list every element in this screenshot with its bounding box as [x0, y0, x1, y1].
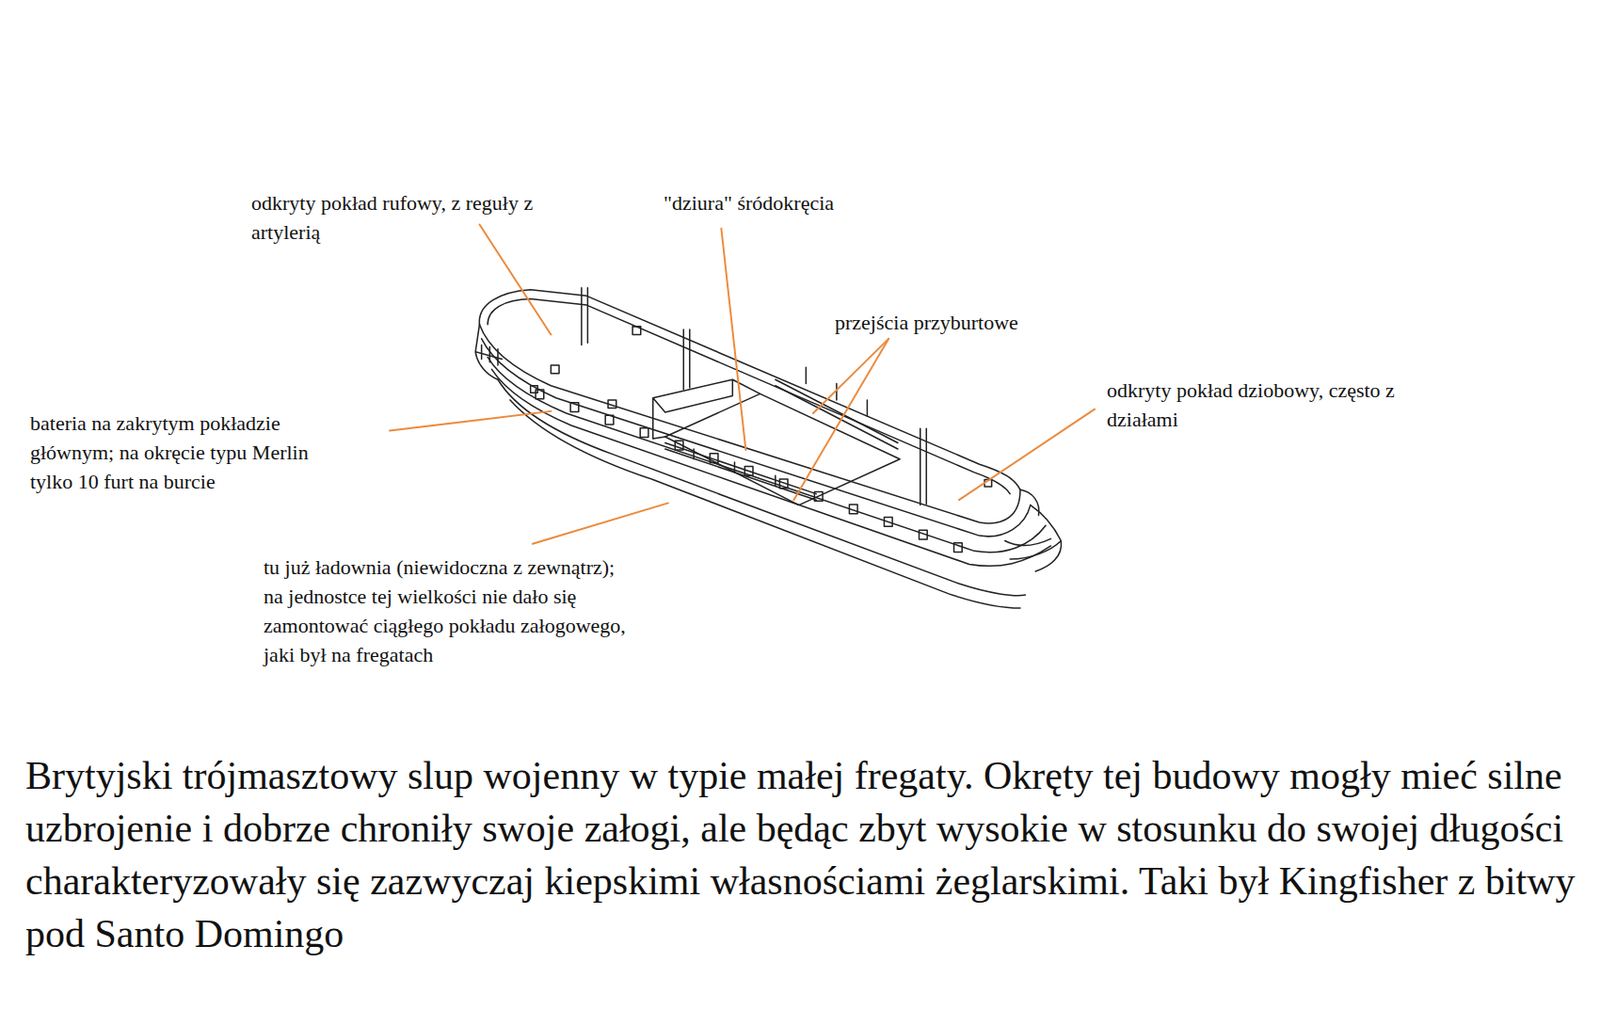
gun-port: [814, 491, 823, 501]
mast: [920, 428, 928, 505]
callout-text: odkryty pokład dziobowy, często z działa…: [1106, 375, 1457, 434]
gun-port: [954, 543, 963, 553]
leader-line: [959, 409, 1095, 500]
mast: [581, 288, 589, 346]
gun-ports: [535, 389, 962, 552]
leader-line: [389, 411, 551, 432]
gun-port: [640, 428, 649, 438]
mast: [683, 329, 690, 390]
stern-windows: [476, 344, 502, 366]
caption: Brytyjski trójmasztowy slup wojenny w ty…: [25, 749, 1588, 960]
callout-text: tu już ładownia (niewidoczna z zewnątrz)…: [263, 552, 626, 670]
leader-line: [479, 224, 551, 335]
gun-port: [605, 415, 614, 425]
gun-port: [779, 479, 788, 489]
gun-port: [535, 389, 544, 400]
rail-ports: [530, 326, 992, 487]
gun-port: [744, 465, 753, 476]
gun-port: [919, 529, 928, 540]
gun-port: [709, 453, 719, 464]
gun-port: [883, 517, 893, 528]
waist-opening: [665, 393, 900, 505]
callout-text: "dziura" śródokręcia: [663, 188, 834, 218]
gun-port: [848, 504, 858, 514]
near-rail: [479, 324, 1021, 524]
near-rail-lower: [481, 338, 1031, 537]
leader-line: [793, 338, 889, 500]
callout-text: przejścia przyburtowe: [834, 307, 1019, 337]
callout-text: odkryty pokład rufowy, z reguły z artyle…: [251, 188, 591, 247]
gun-port: [674, 440, 684, 450]
bow-head: [1005, 489, 1062, 572]
callout-text: bateria na zakrytym pokładzie głównym; n…: [30, 408, 346, 496]
hull-strake: [491, 368, 1051, 566]
leader-line: [532, 502, 669, 544]
deck-outline: [479, 289, 1021, 490]
gun-port: [570, 402, 579, 413]
leader-line: [720, 228, 746, 450]
gangway: [665, 379, 898, 500]
